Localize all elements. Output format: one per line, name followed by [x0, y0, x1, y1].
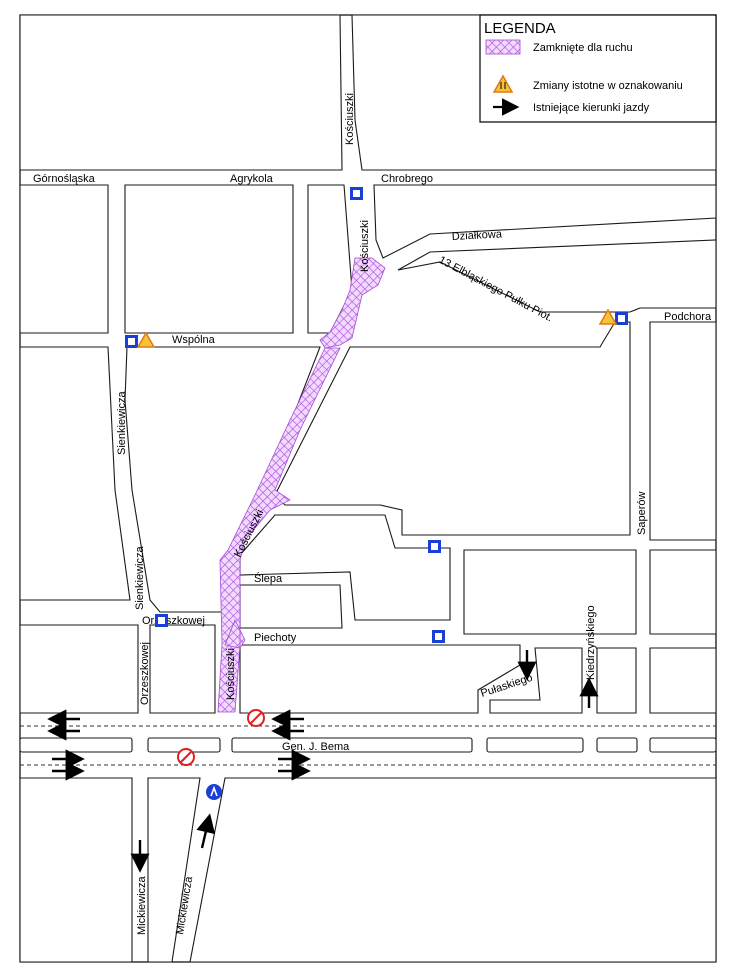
legend-label-directions: Istniejące kierunki jazdy — [533, 102, 650, 114]
warning-sign-icon — [492, 74, 514, 93]
street-sienkiewicza-upper: Sienkiewicza — [116, 391, 128, 455]
street-piechoty: Piechoty — [254, 632, 297, 644]
warning-sign-icon — [598, 308, 618, 325]
info-sign-icon — [125, 335, 138, 348]
street-kosciuszki-north: Kościuszki — [344, 93, 356, 145]
info-sign-icon — [615, 312, 628, 325]
legend-title: LEGENDA — [484, 20, 556, 37]
hatched-closure-icon — [485, 39, 521, 55]
street-agrykola: Agrykola — [230, 173, 274, 185]
legend-label-signage-changes: Zmiany istotne w oznakowaniu — [533, 80, 683, 92]
street-orzeszkowej-vertical: Orzeszkowej — [139, 642, 151, 705]
street-slepa: Ślepa — [254, 572, 283, 585]
info-sign-icon — [350, 187, 363, 200]
legend: LEGENDA Zamknięte dla ruchu Zmiany istot… — [479, 14, 717, 123]
closed-zone-kosciuszki — [217, 257, 386, 713]
info-sign-icon — [428, 540, 441, 553]
arrow-up-icon — [196, 813, 216, 849]
info-sign-icon — [155, 614, 168, 627]
no-turn-sign-icon — [247, 709, 265, 727]
street-sienkiewicza-lower: Sienkiewicza — [134, 546, 146, 610]
traffic-signs — [125, 187, 628, 800]
street-podchora: Podchora — [664, 311, 712, 323]
warning-sign-icon — [136, 331, 156, 348]
street-kiedrzynskiego: Kiedrzyńskiego — [585, 605, 597, 680]
no-turn-sign-icon — [177, 748, 195, 766]
street-chrobrego: Chrobrego — [381, 173, 433, 185]
street-dzialkowa: Działkowa — [452, 228, 504, 243]
street-mickiewicza-left: Mickiewicza — [136, 875, 148, 935]
street-kosciuszki-upper: Kościuszki — [359, 220, 371, 272]
mandatory-direction-sign-icon — [206, 784, 222, 800]
legend-label-closed: Zamknięte dla ruchu — [533, 42, 633, 54]
info-sign-icon — [432, 630, 445, 643]
street-bema: Gen. J. Bema — [282, 741, 350, 753]
city-blocks — [19, 14, 717, 963]
street-wspolna: Wspólna — [172, 334, 216, 346]
street-kosciuszki-south: Kościuszki — [225, 648, 237, 700]
street-saperow: Saperów — [636, 492, 648, 535]
street-orzeszkowej-horizontal: Orzeszkowej — [142, 615, 205, 627]
street-gornoslaska: Górnośląska — [33, 173, 96, 185]
traffic-direction-arrows — [47, 650, 599, 873]
